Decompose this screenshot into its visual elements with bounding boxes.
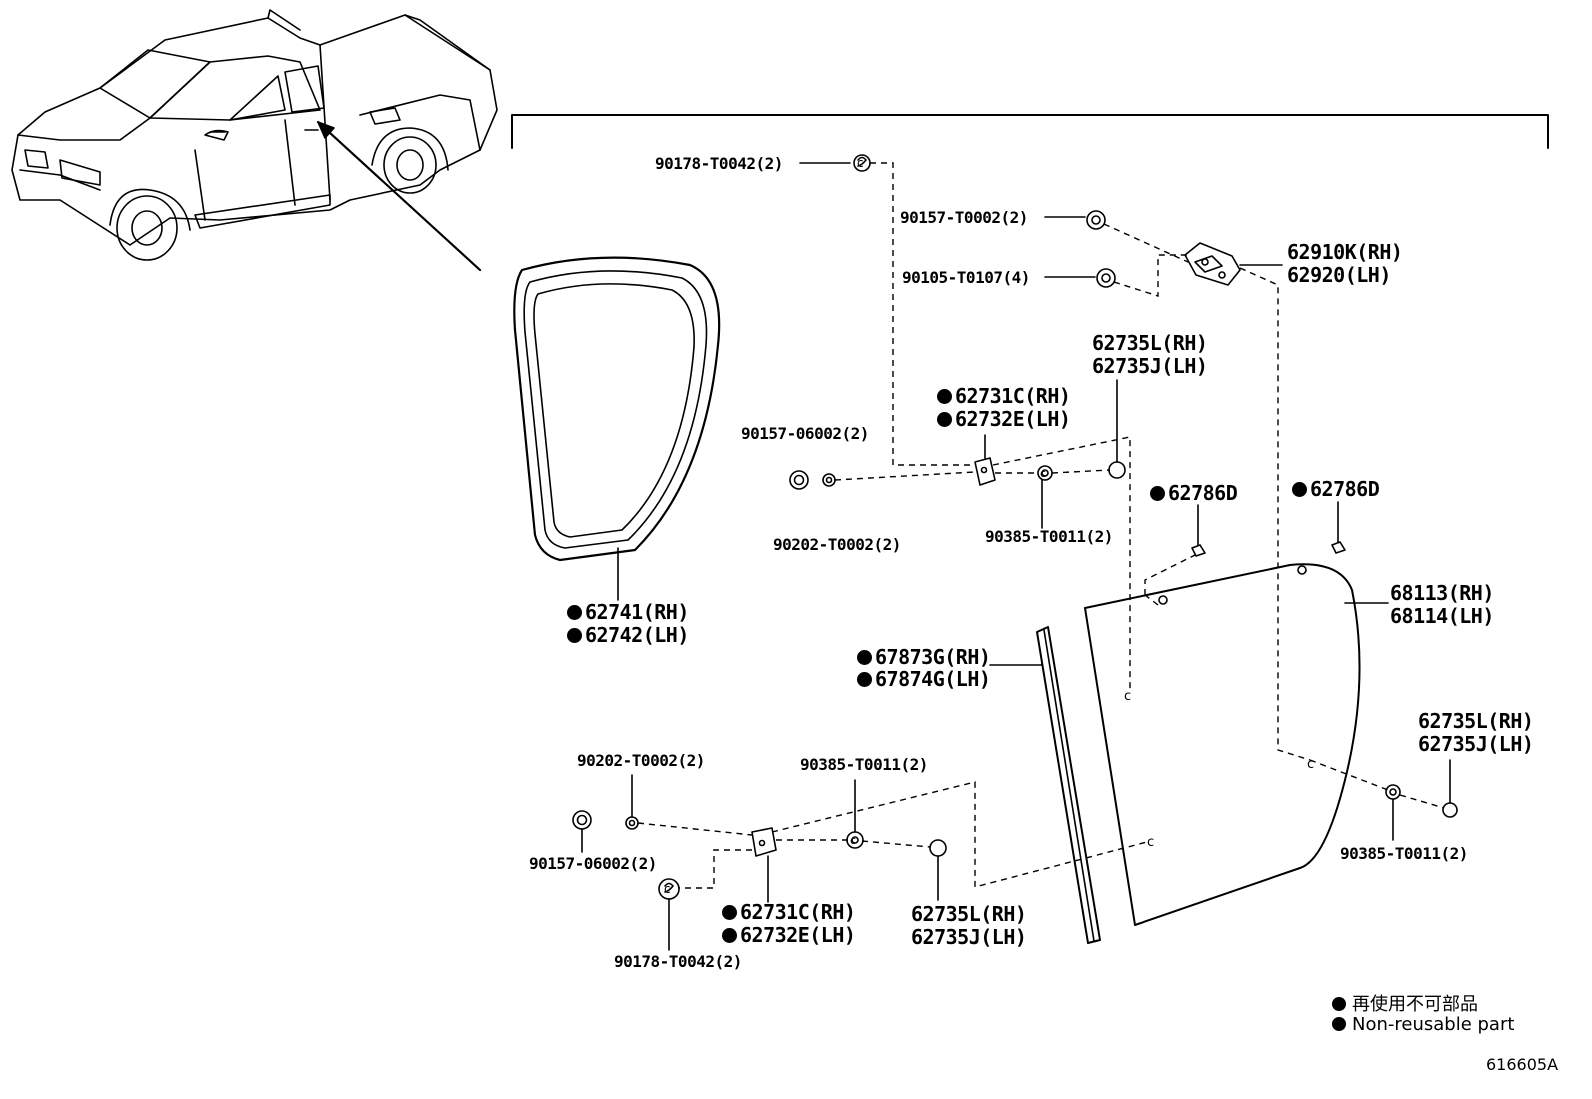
- label-62735l-b: 62735L(RH): [1418, 709, 1534, 733]
- label-62735j-a: 62735J(LH): [1092, 354, 1208, 378]
- hinge-bracket-part: [1184, 242, 1241, 286]
- label-90202-t0002-b: 90202-T0002(2): [577, 751, 705, 770]
- svg-text:c: c: [664, 882, 671, 896]
- label-90157-t0002: 90157-T0002(2): [900, 208, 1028, 227]
- non-reusable-dot-icon: [1332, 997, 1346, 1011]
- diagram-reference-number: 616605A: [1486, 1055, 1559, 1074]
- svg-text:c: c: [1307, 757, 1314, 772]
- label-62732e-b: 62732E(LH): [722, 923, 856, 947]
- label-90385-t0011-a: 90385-T0011(2): [985, 527, 1113, 546]
- label-62735j-b: 62735J(LH): [1418, 732, 1534, 756]
- svg-text:c: c: [1124, 689, 1131, 704]
- door-glass-part: [1084, 563, 1361, 926]
- non-reusable-dot-icon: [1332, 1017, 1346, 1031]
- label-90202-t0002-a: 90202-T0002(2): [773, 535, 901, 554]
- svg-text:c: c: [1147, 835, 1154, 850]
- non-reusable-dot-icon: [1292, 482, 1307, 497]
- label-62786d-a: 62786D: [1150, 481, 1238, 505]
- non-reusable-dot-icon: [567, 628, 582, 643]
- label-62735l-c: 62735L(RH): [911, 902, 1027, 926]
- label-62741: 62741(RH): [567, 600, 689, 624]
- svg-text:c: c: [1040, 467, 1046, 480]
- label-62731c-b: 62731C(RH): [722, 900, 856, 924]
- non-reusable-dot-icon: [857, 672, 872, 687]
- label-90105-t0107: 90105-T0107(4): [902, 268, 1030, 287]
- vehicle-illustration: [11, 9, 498, 261]
- label-67873g: 67873G(RH): [857, 645, 991, 669]
- legend-en: Non-reusable part: [1332, 1014, 1514, 1035]
- non-reusable-dot-icon: [722, 928, 737, 943]
- label-62731c-a: 62731C(RH): [937, 384, 1071, 408]
- label-90178-t0042-bottom: 90178-T0042(2): [614, 952, 742, 971]
- label-62910k: 62910K(RH): [1287, 240, 1403, 264]
- label-62742: 62742(LH): [567, 623, 689, 647]
- label-90178-t0042-top: 90178-T0042(2): [655, 154, 783, 173]
- run-channel-part: [1036, 626, 1101, 944]
- label-90157-06002-a: 90157-06002(2): [741, 424, 869, 443]
- label-68114: 68114(LH): [1390, 604, 1494, 628]
- label-62786d-b: 62786D: [1292, 477, 1380, 501]
- legend-jp: 再使用不可部品: [1332, 990, 1478, 1016]
- label-90385-t0011-b: 90385-T0011(2): [800, 755, 928, 774]
- label-90157-06002-b: 90157-06002(2): [529, 854, 657, 873]
- label-62920: 62920(LH): [1287, 263, 1391, 287]
- non-reusable-dot-icon: [937, 389, 952, 404]
- label-68113: 68113(RH): [1390, 581, 1494, 605]
- label-90385-t0011-c: 90385-T0011(2): [1340, 844, 1468, 863]
- non-reusable-dot-icon: [857, 650, 872, 665]
- svg-text:c: c: [850, 834, 856, 847]
- non-reusable-dot-icon: [1150, 486, 1165, 501]
- label-62735j-c: 62735J(LH): [911, 925, 1027, 949]
- weatherstrip-part: [513, 256, 721, 562]
- non-reusable-dot-icon: [722, 905, 737, 920]
- label-62732e-a: 62732E(LH): [937, 407, 1071, 431]
- svg-text:c: c: [857, 156, 864, 170]
- non-reusable-dot-icon: [937, 412, 952, 427]
- label-62735l-a: 62735L(RH): [1092, 331, 1208, 355]
- non-reusable-dot-icon: [567, 605, 582, 620]
- label-67874g: 67874G(LH): [857, 667, 991, 691]
